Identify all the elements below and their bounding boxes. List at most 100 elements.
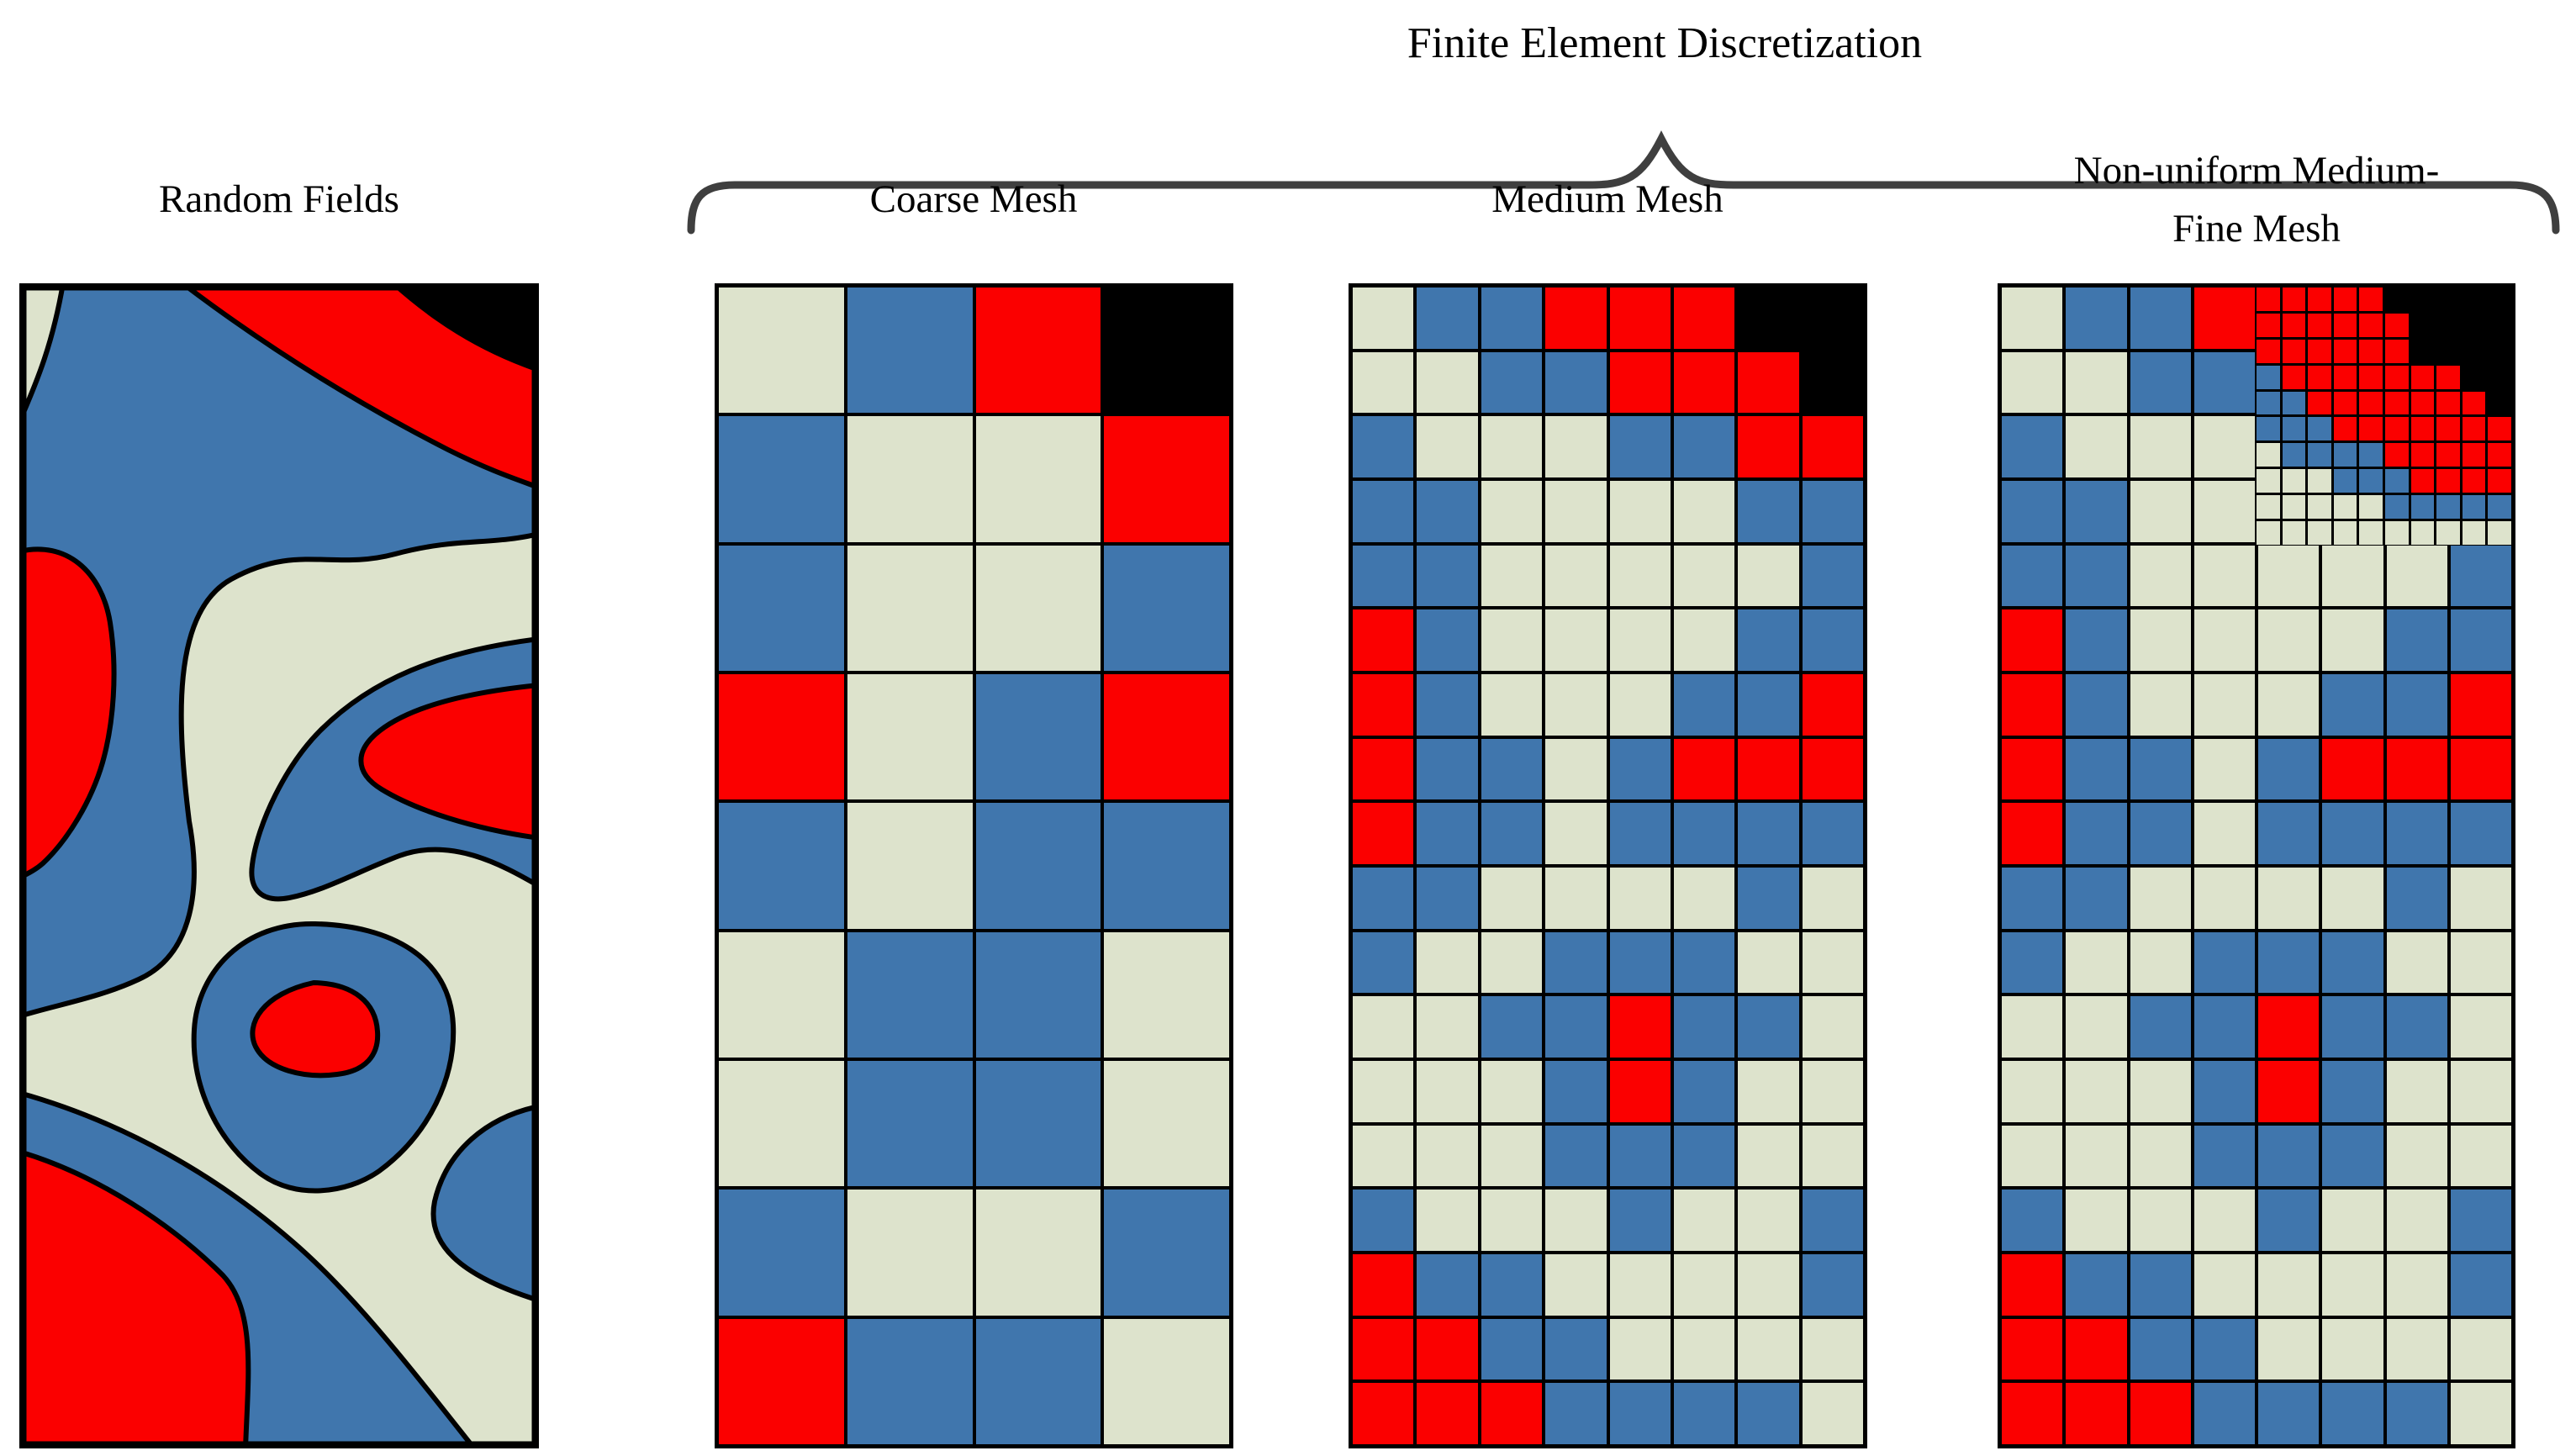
mesh-cell (2002, 1125, 2063, 1187)
mesh-cell (2282, 391, 2306, 415)
mesh-cell (1545, 351, 1607, 414)
mesh-cell (2436, 313, 2460, 337)
mesh-cell (1353, 1383, 1414, 1444)
mesh-cell (2322, 673, 2383, 736)
mesh-cell (2066, 351, 2127, 414)
mesh-cell (2488, 443, 2511, 467)
mesh-cell (2257, 417, 2280, 441)
mesh-cell (2359, 313, 2383, 337)
mesh-cell (2322, 545, 2383, 607)
mesh-cell (1802, 1060, 1863, 1122)
mesh-cell (2282, 365, 2306, 389)
mesh-cell (2462, 520, 2486, 545)
mesh-cell (1545, 609, 1607, 671)
mesh-cell (2385, 288, 2409, 311)
mesh-cell (2002, 738, 2063, 800)
mesh-cell (1481, 416, 1543, 477)
mesh-cell (2322, 738, 2383, 800)
mesh-cell (1417, 867, 1478, 929)
mesh-cell (2462, 469, 2486, 493)
mesh-cell (2385, 443, 2409, 467)
nonuniform-mesh-panel (1998, 283, 2515, 1448)
mesh-cell (1802, 545, 1863, 607)
mesh-cell (2436, 520, 2460, 545)
mesh-cell (1738, 738, 1799, 800)
mesh-cell (1609, 996, 1671, 1058)
mesh-cell (2359, 339, 2383, 363)
mesh-cell (2066, 1383, 2127, 1444)
mesh-cell (2450, 803, 2511, 864)
mesh-cell (1481, 1253, 1543, 1316)
mesh-cell (719, 1060, 844, 1187)
mesh-cell (2410, 391, 2435, 415)
mesh-cell (1545, 1060, 1607, 1122)
mesh-cell (2436, 365, 2460, 389)
mesh-cell (1353, 545, 1414, 607)
mesh-cell (2066, 867, 2127, 929)
mesh-cell (1802, 1253, 1863, 1316)
mesh-cell (975, 931, 1101, 1058)
mesh-cell (1738, 1383, 1799, 1444)
mesh-cell (2282, 443, 2306, 467)
nonuniform-base-grid (2002, 288, 2511, 1444)
mesh-cell (2002, 1060, 2063, 1122)
mesh-cell (1802, 867, 1863, 929)
mesh-cell (2488, 469, 2511, 493)
mesh-cell (2450, 1383, 2511, 1444)
mesh-cell (2002, 609, 2063, 671)
mesh-cell (1353, 738, 1414, 800)
mesh-cell (1673, 1125, 1735, 1187)
mesh-cell (1545, 996, 1607, 1058)
mesh-cell (2066, 738, 2127, 800)
mesh-cell (2333, 313, 2357, 337)
mesh-cell (1104, 931, 1229, 1058)
mesh-cell (1417, 803, 1478, 864)
mesh-cell (2066, 480, 2127, 542)
mesh-cell (2130, 1253, 2191, 1316)
mesh-cell (1545, 803, 1607, 864)
mesh-cell (2308, 391, 2331, 415)
mesh-cell (2193, 803, 2255, 864)
medium-mesh-panel (1349, 283, 1867, 1448)
mesh-cell (1417, 673, 1478, 736)
mesh-cell (1802, 416, 1863, 477)
mesh-cell (2359, 495, 2383, 519)
mesh-cell (2359, 288, 2383, 311)
mesh-cell (1738, 931, 1799, 994)
mesh-cell (2066, 1253, 2127, 1316)
mesh-cell (1417, 351, 1478, 414)
mesh-cell (2002, 545, 2063, 607)
mesh-cell (2450, 996, 2511, 1058)
mesh-cell (2410, 443, 2435, 467)
mesh-cell (2385, 495, 2409, 519)
mesh-cell (2257, 391, 2280, 415)
mesh-cell (2462, 313, 2486, 337)
mesh-cell (975, 1060, 1101, 1187)
mesh-cell (2488, 391, 2511, 415)
mesh-cell (1673, 803, 1735, 864)
panel-label-text: Random Fields (159, 177, 399, 222)
mesh-cell (2462, 417, 2486, 441)
mesh-cell (2193, 673, 2255, 736)
mesh-cell (1609, 1383, 1671, 1444)
mesh-cell (847, 545, 973, 671)
mesh-cell (2258, 1383, 2320, 1444)
mesh-cell (1673, 416, 1735, 477)
mesh-cell (1802, 673, 1863, 736)
mesh-cell (2257, 339, 2280, 363)
mesh-cell (1609, 1318, 1671, 1380)
mesh-cell (2002, 1253, 2063, 1316)
mesh-cell (2257, 288, 2280, 311)
mesh-cell (1545, 288, 1607, 349)
mesh-cell (1545, 416, 1607, 477)
mesh-cell (2385, 365, 2409, 389)
mesh-cell (1609, 1253, 1671, 1316)
random-field-plot (19, 283, 539, 1448)
mesh-cell (1104, 288, 1229, 414)
mesh-cell (1738, 351, 1799, 414)
mesh-cell (2193, 1060, 2255, 1122)
mesh-cell (2322, 1383, 2383, 1444)
mesh-cell (1417, 1190, 1478, 1251)
mesh-cell (2462, 391, 2486, 415)
mesh-cell (1417, 1125, 1478, 1187)
